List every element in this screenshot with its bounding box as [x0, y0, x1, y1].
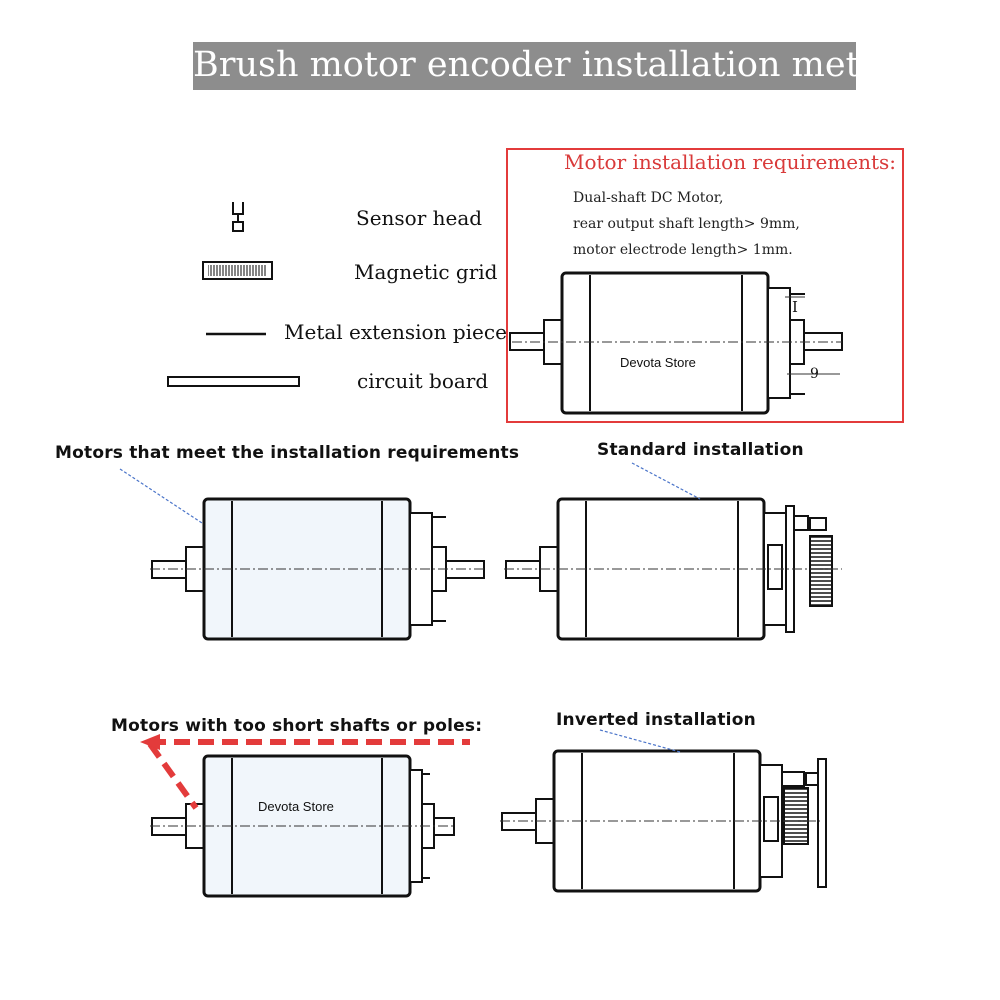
requirements-line-3: motor electrode length> 1mm. [573, 242, 793, 258]
motor-short-shafts [150, 754, 456, 898]
dimension-electrode-label: I [792, 298, 798, 316]
red-dashed-pointer [147, 739, 470, 810]
motor-standard-installation [504, 497, 842, 641]
sensor-head-icon [232, 202, 244, 232]
leader-standard [631, 462, 701, 500]
watermark-top: Devota Store [620, 355, 696, 370]
leader-inverted [599, 729, 681, 753]
requirements-line-2: rear output shaft length> 9mm, [573, 216, 800, 232]
requirements-motor [509, 271, 843, 415]
red-arrow-head [140, 734, 160, 750]
motor-meets-requirements [150, 497, 486, 641]
dimension-shaft-label: 9 [810, 366, 819, 382]
caption-short-shafts: Motors with too short shafts or poles: [111, 716, 483, 736]
circuit-board-icon [167, 376, 300, 387]
requirements-box [506, 148, 904, 423]
motor-inverted-installation [500, 749, 827, 893]
page-title: Brush motor encoder installation method [193, 42, 926, 90]
magnetic-grid-icon [202, 261, 273, 280]
leader-meet [119, 468, 203, 524]
requirements-line-1: Dual-shaft DC Motor, [573, 190, 724, 206]
caption-inverted-installation: Inverted installation [556, 710, 756, 730]
legend-label-circuit-board: circuit board [357, 369, 489, 393]
legend-label-sensor-head: Sensor head [356, 206, 483, 230]
requirements-heading: Motor installation requirements: [564, 150, 897, 174]
caption-meet-requirements: Motors that meet the installation requir… [55, 443, 520, 463]
caption-standard-installation: Standard installation [597, 440, 804, 460]
watermark-bottom: Devota Store [258, 799, 334, 814]
legend-label-metal-extension: Metal extension piece [284, 320, 507, 344]
legend-label-magnetic-grid: Magnetic grid [354, 260, 498, 284]
